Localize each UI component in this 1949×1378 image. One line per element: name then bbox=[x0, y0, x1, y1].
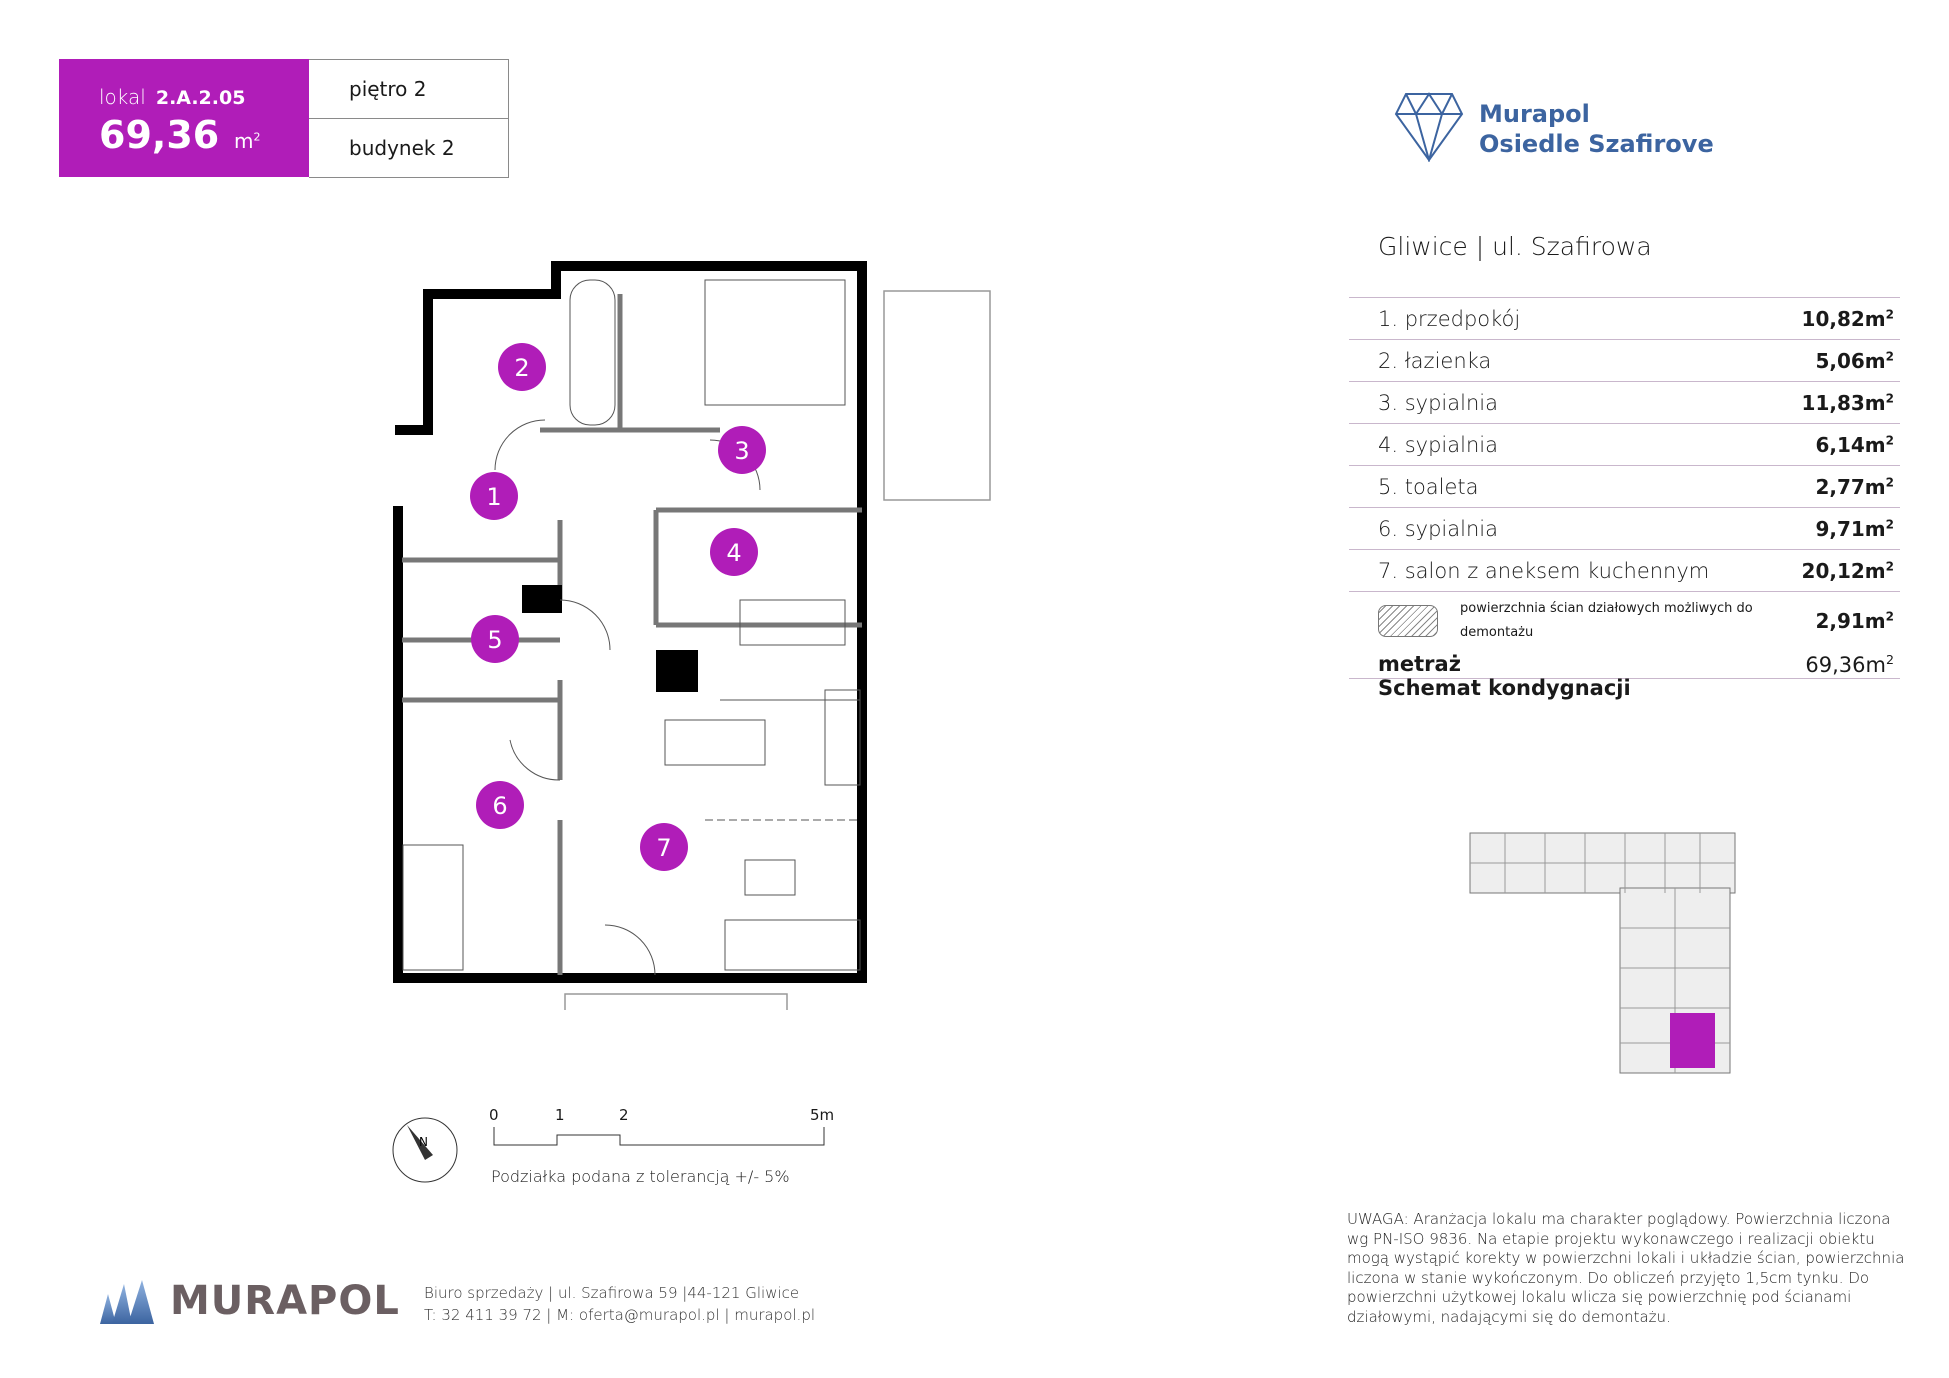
unit-meta: piętro 2 budynek 2 bbox=[309, 59, 509, 178]
disclaimer-note: UWAGA: Aranżacja lokalu ma charakter pog… bbox=[1347, 1210, 1905, 1326]
floor-label: piętro 2 bbox=[309, 60, 508, 119]
floor-schema bbox=[1469, 832, 1736, 1074]
svg-text:4: 4 bbox=[726, 539, 741, 567]
contact-info: Biuro sprzedaży | ul. Szafirowa 59 |44-1… bbox=[424, 1284, 816, 1324]
svg-text:3: 3 bbox=[734, 437, 749, 465]
scale-tick: 1 bbox=[555, 1106, 565, 1124]
unit-area: 69,36 bbox=[99, 113, 220, 157]
legend-row: powierzchnia ścian działowych możliwych … bbox=[1349, 591, 1900, 650]
diamond-icon bbox=[1394, 92, 1464, 162]
balcony-bottom bbox=[564, 993, 788, 1010]
area-unit: m2 bbox=[234, 129, 261, 153]
svg-text:7: 7 bbox=[656, 834, 671, 862]
scale-bar bbox=[493, 1127, 825, 1146]
scale-tick: 0 bbox=[489, 1106, 499, 1124]
svg-text:1: 1 bbox=[486, 483, 501, 511]
unit-highlight bbox=[1670, 1013, 1715, 1068]
scale-caption: Podziałka podana z tolerancją +/- 5% bbox=[491, 1167, 790, 1186]
north-compass-icon: N bbox=[392, 1117, 458, 1183]
murapol-logo-icon bbox=[100, 1280, 154, 1324]
svg-text:N: N bbox=[419, 1135, 428, 1149]
scale-tick: 2 bbox=[619, 1106, 629, 1124]
svg-text:2: 2 bbox=[514, 354, 529, 382]
hatch-swatch-icon bbox=[1378, 605, 1438, 637]
footer-logo-text: MURAPOL bbox=[170, 1278, 400, 1324]
svg-text:6: 6 bbox=[492, 792, 507, 820]
schema-title: Schemat kondygnacji bbox=[1378, 676, 1631, 700]
balcony-right bbox=[883, 290, 991, 501]
floor-plan: 1 2 3 4 5 6 7 bbox=[393, 261, 991, 1010]
scale-tick: 5m bbox=[810, 1106, 835, 1124]
building-label: budynek 2 bbox=[349, 136, 455, 160]
room-markers: 1 2 3 4 5 6 7 bbox=[470, 343, 766, 871]
location: Gliwice | ul. Szafirowa bbox=[1378, 232, 1652, 261]
svg-text:5: 5 bbox=[487, 626, 502, 654]
brand-estate: Osiedle Szafirove bbox=[1479, 130, 1714, 158]
brand-name: Murapol bbox=[1479, 100, 1590, 128]
